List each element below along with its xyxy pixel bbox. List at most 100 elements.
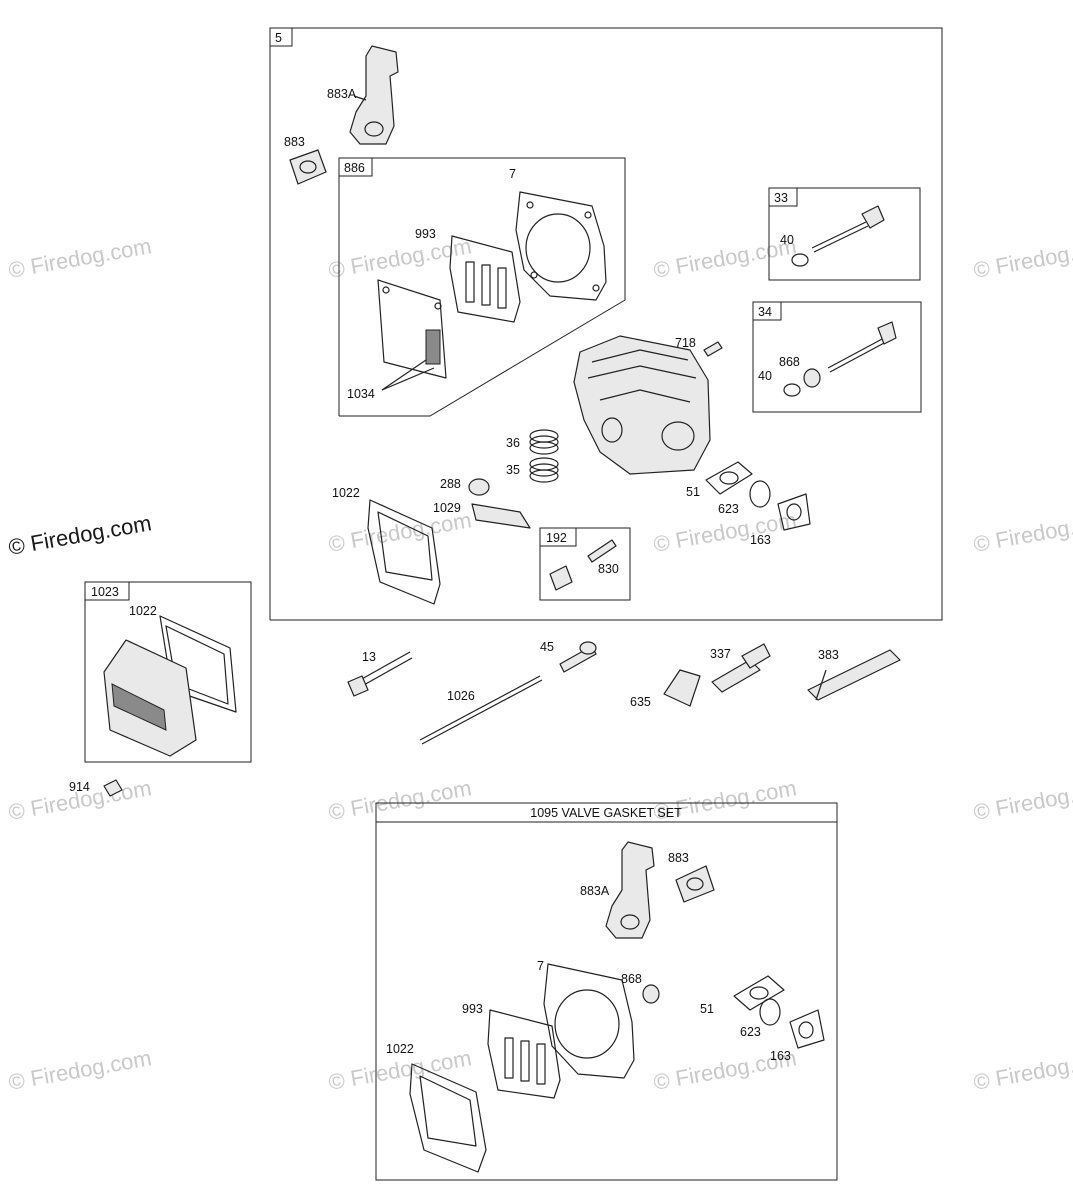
boot-635-shape bbox=[663, 669, 701, 707]
leader-line bbox=[353, 95, 367, 101]
box-34-number: 34 bbox=[758, 305, 772, 319]
set-gasket-1022 bbox=[409, 1063, 487, 1173]
ring-623: 623 bbox=[718, 480, 771, 516]
screw-914-shape bbox=[103, 779, 123, 797]
bolt-13: 13 bbox=[347, 650, 413, 697]
head-gasket-7-outline bbox=[515, 191, 607, 301]
part-label-868: 868 bbox=[779, 355, 800, 369]
set-label-883A: 883A bbox=[580, 884, 610, 898]
part-label-35: 35 bbox=[506, 463, 520, 477]
gasket-1022-inner bbox=[377, 511, 433, 581]
part-label-883A: 883A bbox=[327, 87, 357, 101]
part-label-163: 163 bbox=[750, 533, 771, 547]
box-192-tag bbox=[539, 527, 577, 547]
pushrod-1026-line bbox=[421, 679, 543, 745]
valve-seal-868 bbox=[803, 368, 821, 388]
set-gasket-51 bbox=[733, 975, 785, 1011]
box-33-frame bbox=[768, 187, 921, 281]
watermark-text: © Firedog.com bbox=[972, 233, 1073, 283]
part-label-45: 45 bbox=[540, 640, 554, 654]
gasket-993-slot bbox=[465, 261, 475, 303]
box-34-frame bbox=[752, 301, 922, 413]
set-label-993: 993 bbox=[462, 1002, 483, 1016]
valve-head bbox=[877, 321, 897, 345]
deflector-1029: 1029 bbox=[433, 501, 531, 529]
watermark-text: © Firedog.com bbox=[327, 775, 474, 825]
part-label-288: 288 bbox=[440, 477, 461, 491]
box-192-frame bbox=[539, 527, 631, 601]
watermark-text: © Firedog.com bbox=[7, 233, 154, 283]
set-label-623: 623 bbox=[740, 1025, 761, 1039]
spring-36: 36 bbox=[506, 429, 559, 455]
box-886-frame bbox=[338, 157, 626, 417]
part-label-635: 635 bbox=[630, 695, 651, 709]
deflector-1029-shape bbox=[471, 503, 531, 529]
set-label-7: 7 bbox=[537, 959, 544, 973]
part-label-623: 623 bbox=[718, 502, 739, 516]
set-head-gasket-7-bore bbox=[554, 989, 620, 1059]
head-gasket-7-bore bbox=[525, 213, 591, 283]
gasket-883: 883 bbox=[284, 135, 327, 185]
plate-1034-outline bbox=[377, 279, 447, 379]
part-label-1022: 1022 bbox=[332, 486, 360, 500]
bolt-hole bbox=[526, 201, 534, 209]
bracket-883A-hole bbox=[364, 121, 384, 137]
box-1023-frame bbox=[84, 581, 252, 763]
valve-cover-ohv-badge bbox=[111, 683, 167, 731]
part-label-1026: 1026 bbox=[447, 689, 475, 703]
cylinder-head bbox=[573, 335, 711, 475]
main-box-number: 5 bbox=[275, 31, 282, 45]
bolt-13-head bbox=[347, 675, 369, 697]
tool-383: 383 bbox=[807, 648, 901, 701]
spark-plug-337: 337 bbox=[710, 643, 771, 693]
gasket-51-hole bbox=[719, 471, 739, 485]
cylinder-head-body bbox=[573, 335, 711, 475]
set-bracket-883A bbox=[605, 841, 655, 939]
box-1023-tag bbox=[84, 581, 130, 601]
main-box-frame bbox=[269, 27, 943, 621]
set-gasket-993-slot bbox=[520, 1040, 530, 1082]
box-886-tag bbox=[338, 157, 373, 177]
watermark-text: © Firedog.com bbox=[7, 1045, 154, 1095]
main-box-tag bbox=[269, 27, 293, 47]
gasket-1022-outline bbox=[367, 499, 441, 605]
valve-seal-40 bbox=[783, 383, 801, 397]
pin-718-shape bbox=[703, 341, 723, 357]
part-label-40: 40 bbox=[758, 369, 772, 383]
part-label-383: 383 bbox=[818, 648, 839, 662]
spring-coil bbox=[529, 469, 559, 483]
part-label-1034: 1034 bbox=[347, 387, 375, 401]
bracket-883A-shape bbox=[349, 45, 399, 145]
set-gasket-883-hole bbox=[686, 877, 704, 891]
set-label-868: 868 bbox=[621, 972, 642, 986]
part-label-830: 830 bbox=[598, 562, 619, 576]
cylinder-head-fin bbox=[591, 349, 689, 363]
set-label-163: 163 bbox=[770, 1049, 791, 1063]
intake-valve-box-34: 34 868 40 bbox=[752, 301, 922, 413]
leader-line bbox=[381, 359, 427, 391]
valve-stem bbox=[811, 221, 867, 249]
cylinder-head-port bbox=[601, 417, 623, 443]
spark-plug-body bbox=[711, 659, 761, 693]
set-ring-623 bbox=[759, 998, 781, 1026]
pin-718: 718 bbox=[675, 336, 723, 357]
set-gasket-1022-inner bbox=[419, 1075, 477, 1147]
part-label-914: 914 bbox=[69, 780, 90, 794]
bolt-hole bbox=[592, 284, 600, 292]
set-head-gasket-7 bbox=[543, 963, 635, 1079]
part-label-36: 36 bbox=[506, 436, 520, 450]
valve-gasket-set-box-1095: 1095 VALVE GASKET SET 883A 883 7 868 993… bbox=[375, 802, 838, 1181]
leader-line bbox=[381, 367, 435, 391]
set-gasket-993-slot bbox=[504, 1037, 514, 1079]
valve-cover-shape bbox=[103, 639, 197, 757]
head-gasket-7: 7 bbox=[509, 167, 607, 301]
set-seal-868 bbox=[642, 984, 660, 1004]
box-192-number: 192 bbox=[546, 531, 567, 545]
exhaust-valve-box-33: 33 40 bbox=[768, 187, 921, 281]
spring-coil bbox=[529, 435, 559, 449]
spring-35: 35 bbox=[506, 457, 559, 483]
set-label-1022: 1022 bbox=[386, 1042, 414, 1056]
main-assembly-box: 5 bbox=[269, 27, 943, 621]
part-label-51: 51 bbox=[686, 485, 700, 499]
